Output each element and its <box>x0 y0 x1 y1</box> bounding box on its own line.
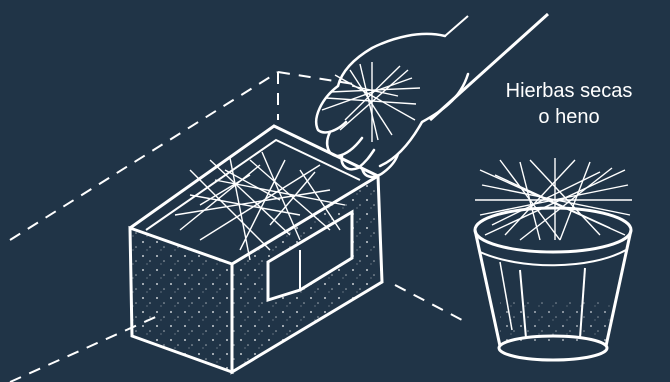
hay-in-bucket-icon <box>475 158 632 240</box>
bucket-shading <box>500 300 610 342</box>
box-icon <box>130 126 382 372</box>
hand-icon <box>316 34 468 177</box>
caption-line-2: o heno <box>474 104 664 130</box>
hay-caption: Hierbas secas o heno <box>474 78 664 130</box>
caption-line-1: Hierbas secas <box>474 78 664 104</box>
